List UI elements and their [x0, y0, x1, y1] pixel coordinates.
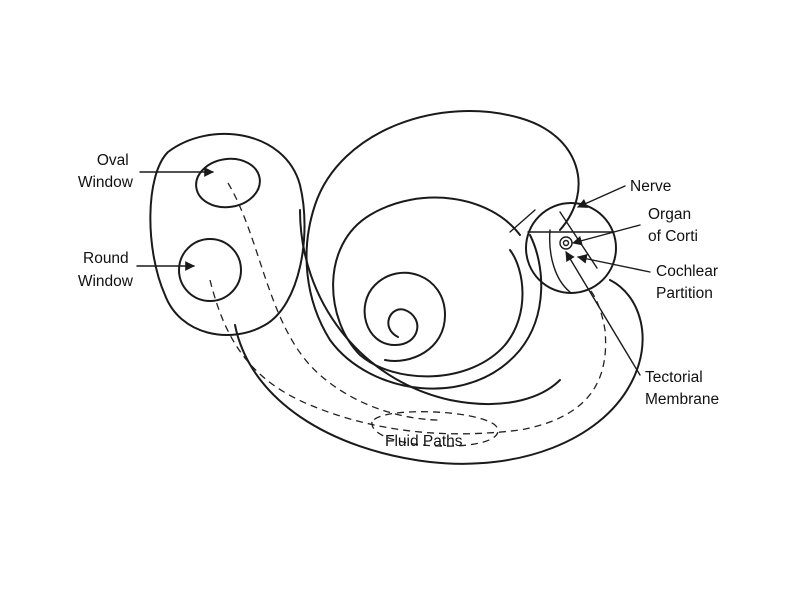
cochlea-spiral-core [363, 271, 446, 362]
nerve-arrow [577, 185, 626, 208]
basilar-membrane [548, 229, 571, 293]
oval-window-label: Oval Window [78, 152, 134, 191]
vestibule [149, 132, 306, 336]
cochlea-spiral-inner [332, 196, 524, 378]
oval-window-shape [195, 157, 261, 209]
cochlea-inner-tube-edge [299, 209, 561, 406]
nerve-label: Nerve [630, 178, 671, 195]
fluid-paths-label: Fluid Paths [385, 433, 463, 450]
tectorial-membrane-arrow [565, 251, 641, 376]
cochlea-spiral-outer [305, 110, 580, 390]
fluid-path-lower [209, 279, 607, 435]
tectorial-membrane-label: Tectorial Membrane [645, 369, 719, 408]
organ-of-corti-shape [559, 236, 573, 250]
cochlear-partition-arrow [577, 254, 651, 273]
organ-of-corti-arrow [572, 224, 641, 246]
cochlear-cross-section [525, 202, 617, 294]
organ-of-corti-label: Organ of Corti [648, 206, 698, 245]
cochlear-partition-label: Cochlear Partition [656, 263, 722, 302]
organ-of-corti-core [562, 239, 570, 247]
round-window-label: Round Window [78, 250, 134, 290]
cross-section-connector [509, 209, 536, 233]
cochlea-outer-tube [234, 279, 644, 465]
round-window-shape [178, 238, 242, 302]
fluid-path-upper [227, 182, 441, 421]
